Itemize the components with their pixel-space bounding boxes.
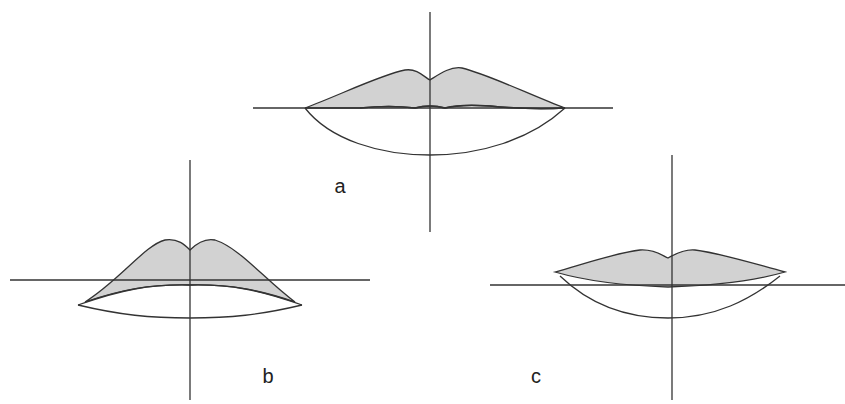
figure-letter: c: [531, 366, 541, 386]
figure-letter: a: [334, 176, 345, 196]
lips-c: [490, 155, 845, 400]
lips-a: [253, 12, 613, 232]
lips-b: [10, 160, 370, 400]
figure-letter: b: [262, 366, 273, 386]
